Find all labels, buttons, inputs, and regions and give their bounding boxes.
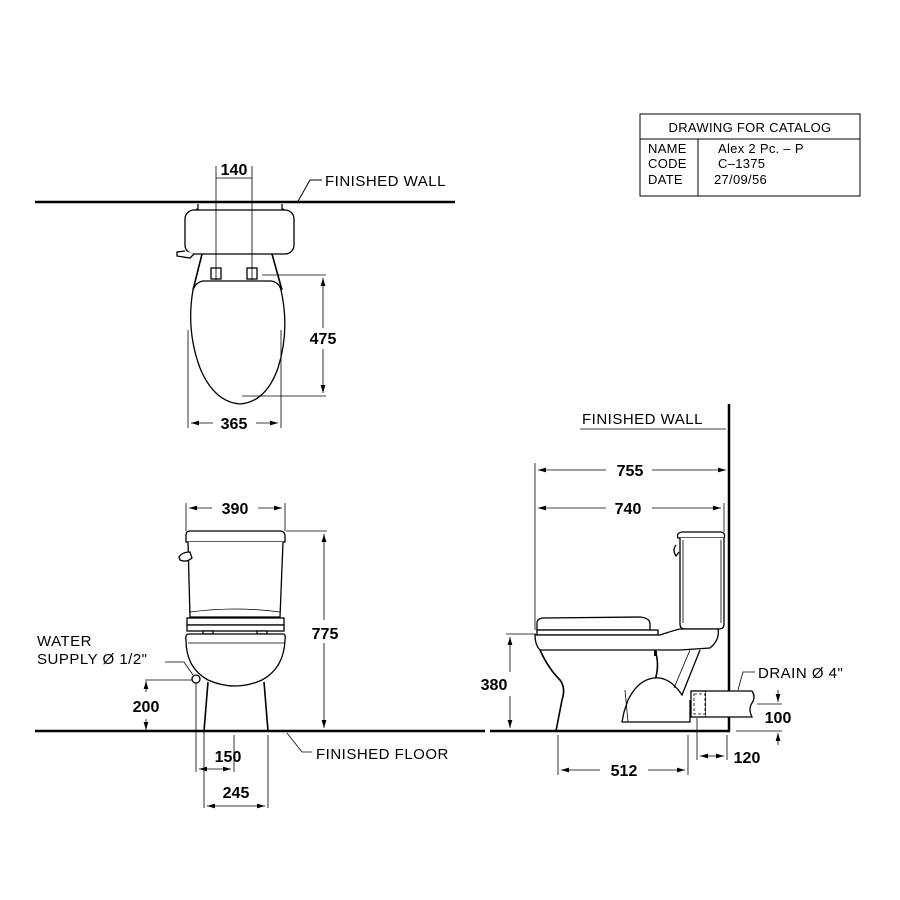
title-block: DRAWING FOR CATALOG NAME CODE DATE Alex … xyxy=(639,113,861,197)
dim-depth-to-tank: 740 xyxy=(615,501,642,518)
tank-front xyxy=(187,541,284,618)
tank-top xyxy=(184,209,295,255)
seat-oval xyxy=(190,280,286,405)
flush-lever-front xyxy=(178,551,193,562)
drain-pipe xyxy=(706,690,755,718)
seat-side xyxy=(536,616,651,631)
water-supply-label-2: SUPPLY Ø 1/2" xyxy=(37,651,148,668)
dim-drain-height: 100 xyxy=(765,710,792,727)
tank-side xyxy=(679,538,725,630)
dim-base-length: 512 xyxy=(611,763,638,780)
title-value-date: 27/09/56 xyxy=(714,172,767,187)
front-floor-label: FINISHED FLOOR xyxy=(316,746,449,763)
dim-overall-depth: 755 xyxy=(617,463,644,480)
title-key-date: DATE xyxy=(648,172,683,187)
dim-drain-offset: 120 xyxy=(734,750,761,767)
trapway xyxy=(621,649,701,723)
title-key-code: CODE xyxy=(648,156,687,171)
dim-supply-offset: 150 xyxy=(215,749,242,766)
front-view: WATER SUPPLY Ø 1/2" 200 390 775 150 245 … xyxy=(35,501,485,809)
title-value-name: Alex 2 Pc. – P xyxy=(718,141,804,156)
title-block-heading: DRAWING FOR CATALOG xyxy=(669,120,832,135)
water-supply-label-1: WATER xyxy=(37,633,92,650)
dim-supply-height: 200 xyxy=(133,699,160,716)
title-key-name: NAME xyxy=(648,141,687,156)
title-value-code: C–1375 xyxy=(718,156,765,171)
drain-label: DRAIN Ø 4" xyxy=(758,665,843,682)
side-view: FINISHED WALL DRAIN Ø 4" 755 740 xyxy=(481,404,843,780)
dim-total-height: 775 xyxy=(312,626,339,643)
top-wall-label: FINISHED WALL xyxy=(325,173,446,190)
dim-seat-length: 475 xyxy=(310,331,337,348)
dim-base-width: 245 xyxy=(223,785,250,802)
dim-tank-width: 390 xyxy=(222,501,249,518)
dim-bolt-spacing: 140 xyxy=(221,162,248,179)
top-view: FINISHED WALL 140 475 365 xyxy=(35,162,455,433)
water-supply-pipe xyxy=(191,674,201,684)
side-wall-label: FINISHED WALL xyxy=(582,411,703,428)
dim-bowl-width: 365 xyxy=(221,416,248,433)
flush-lever xyxy=(176,250,195,259)
bowl-front xyxy=(185,633,286,687)
dim-seat-height: 380 xyxy=(481,677,508,694)
